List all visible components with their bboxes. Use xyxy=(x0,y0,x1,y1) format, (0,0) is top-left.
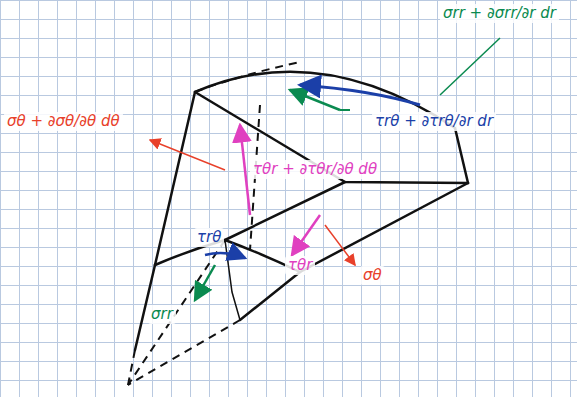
stress-label: σrr + ∂σrr/∂r dr xyxy=(440,4,559,23)
stress-arrow xyxy=(325,225,355,265)
stress-label: τrθ xyxy=(194,228,224,247)
stress-arrow xyxy=(240,125,250,215)
stress-arrow xyxy=(300,85,420,105)
leader-line xyxy=(440,38,500,95)
hidden-edges xyxy=(128,62,300,385)
stress-arrow xyxy=(340,109,350,111)
stress-arrow xyxy=(290,90,340,110)
stress-label: σθ xyxy=(360,266,385,285)
stress-arrow xyxy=(205,253,245,258)
inner-edge xyxy=(225,240,240,320)
stress-arrow xyxy=(195,265,215,300)
stress-label: τθr xyxy=(285,256,315,275)
stress-label: τθr + ∂τθr/∂θ dθ xyxy=(250,160,380,179)
stress-arrow xyxy=(292,215,320,255)
stress-label: σθ + ∂σθ/∂θ dθ xyxy=(4,112,123,131)
stress-label: τrθ + ∂τrθ/∂r dr xyxy=(372,112,496,131)
stress-arrow xyxy=(150,140,225,170)
stress-label: σrr xyxy=(148,305,176,324)
